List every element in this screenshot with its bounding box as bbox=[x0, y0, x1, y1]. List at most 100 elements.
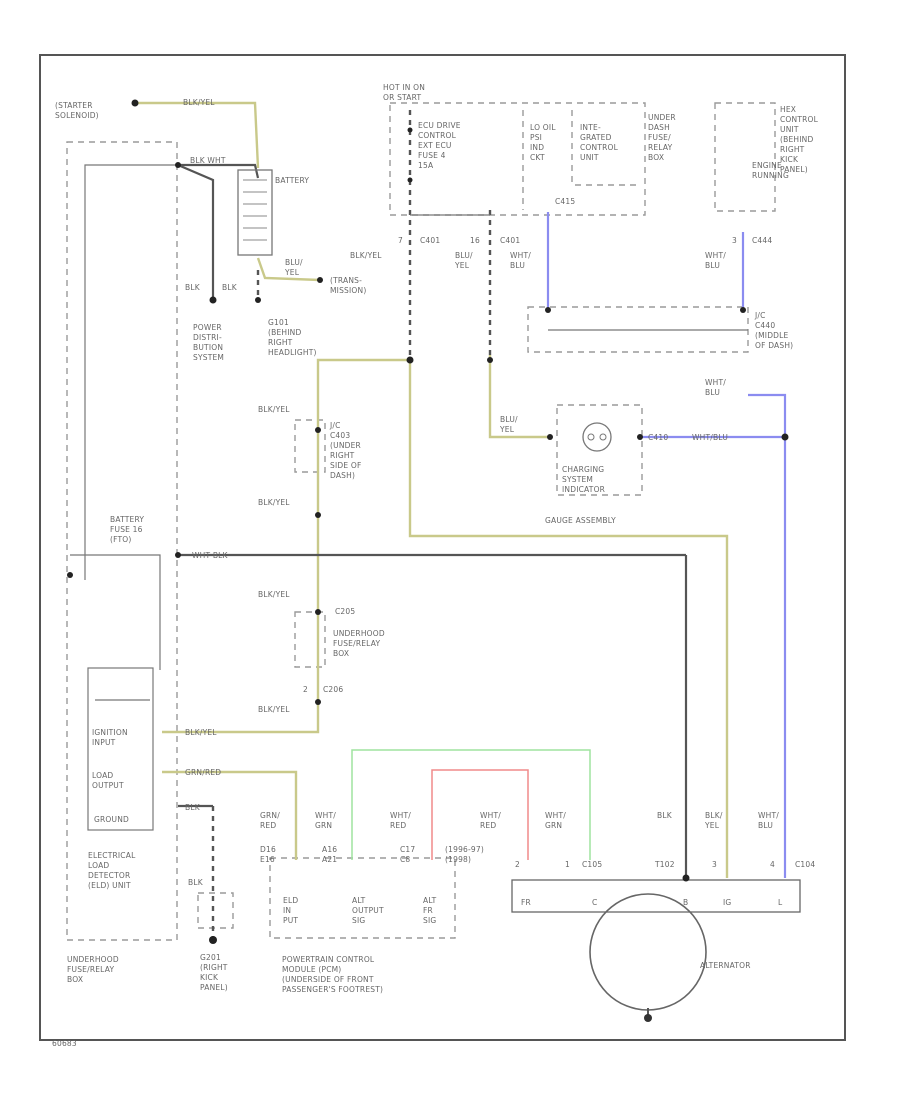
label-c401a: C401 bbox=[420, 236, 440, 245]
label-wht-blu-3: WHT/BLU bbox=[705, 378, 726, 397]
label-alt-c1: C105 bbox=[582, 860, 602, 869]
alt-terminal-b: B bbox=[683, 898, 688, 907]
label-transmission: (TRANS-MISSION) bbox=[330, 276, 366, 295]
label-blk-yel-d: BLK/YEL bbox=[258, 705, 290, 714]
hex-control-unit-housing bbox=[714, 102, 776, 212]
g201-housing bbox=[197, 892, 234, 929]
label-alternator: ALTERNATOR bbox=[700, 961, 751, 970]
wire-wht-blu-3 bbox=[748, 393, 787, 878]
alt-pin-4: 4 bbox=[770, 860, 775, 869]
diagram-frame bbox=[39, 54, 846, 1041]
wire-wht-grn bbox=[351, 749, 591, 860]
label-blu-yel-mid: BLU/YEL bbox=[454, 251, 473, 270]
label-c206: C206 bbox=[323, 685, 343, 694]
black-wires bbox=[70, 110, 748, 940]
label-w-wht-red2: WHT/RED bbox=[480, 811, 501, 830]
label-ground: GROUND bbox=[94, 815, 129, 824]
label-wht-blu-2: WHT/BLU bbox=[705, 251, 726, 270]
label-c401b: C401 bbox=[500, 236, 520, 245]
wire-blu-yel-trans bbox=[256, 257, 321, 282]
label-w-wht-grn: WHT/GRN bbox=[315, 811, 336, 830]
label-pin3: 3 bbox=[732, 236, 737, 245]
label-blk1: BLK bbox=[185, 283, 201, 292]
wire-blk-yel-alt bbox=[408, 360, 729, 878]
wire-grn-red bbox=[162, 770, 298, 860]
housings bbox=[66, 102, 776, 941]
wire-blk-yel-eld bbox=[162, 358, 410, 734]
label-blk-yel-top: BLK/YEL bbox=[183, 98, 215, 107]
label-gauge-asm: GAUGE ASSEMBLY bbox=[545, 516, 616, 525]
label-blk-g: BLK bbox=[188, 878, 204, 887]
label-pin16: 16 bbox=[470, 236, 480, 245]
underhood-fuse-c205-housing bbox=[294, 611, 326, 668]
label-wht-blu-1: WHT/BLU bbox=[510, 251, 531, 270]
label-blu-yel-gauge: BLU/YEL bbox=[499, 415, 518, 434]
label-blk-yel-b: BLK/YEL bbox=[258, 498, 290, 507]
label-w-grn-red: GRN/RED bbox=[260, 811, 280, 830]
wire-blu-yel-gauge bbox=[488, 355, 550, 439]
label-grn-red-1: GRN/RED bbox=[185, 768, 221, 777]
label-page-num: 60683 bbox=[52, 1039, 77, 1048]
junction-dots bbox=[67, 99, 789, 944]
charging-indicator-icon bbox=[582, 422, 612, 452]
label-blk-yel-a: BLK/YEL bbox=[258, 405, 290, 414]
label-c410: C410 bbox=[648, 433, 668, 442]
label-wht-blk: WHT BLK bbox=[192, 551, 229, 560]
label-wht-blu-g: WHT/BLU bbox=[692, 433, 728, 442]
jc-under-right-housing bbox=[294, 419, 326, 473]
label-w-wht-blu: WHT/BLU bbox=[758, 811, 779, 830]
label-blk-yel-c: BLK/YEL bbox=[258, 590, 290, 599]
label-blk-yel-e: BLK/YEL bbox=[185, 728, 217, 737]
label-pin2: 2 bbox=[303, 685, 308, 694]
alt-terminal-l: L bbox=[778, 898, 783, 907]
alt-terminal-fr: FR bbox=[521, 898, 531, 907]
label-blu-yel: BLU/YEL bbox=[284, 258, 303, 277]
label-c444: C444 bbox=[752, 236, 772, 245]
label-w-wht-grn2: WHT/GRN bbox=[545, 811, 566, 830]
pcm-housing bbox=[269, 857, 456, 939]
label-blk-gnd: BLK bbox=[185, 803, 201, 812]
label-pin7: 7 bbox=[398, 236, 403, 245]
alternator-symbol bbox=[511, 879, 801, 1022]
wire-wht-red bbox=[431, 769, 529, 860]
blue-wires bbox=[546, 212, 787, 878]
label-c205: C205 bbox=[335, 607, 355, 616]
label-blk2: BLK bbox=[222, 283, 238, 292]
under-dash-fuse-box-housing bbox=[389, 102, 646, 216]
label-w-blk-yel: BLK/YEL bbox=[704, 811, 723, 830]
label-blk-wht-top: BLK WHT bbox=[190, 156, 226, 165]
label-w-wht-red: WHT/RED bbox=[390, 811, 411, 830]
label-battery: BATTERY bbox=[275, 176, 309, 185]
alt-pin-1: 1 bbox=[565, 860, 570, 869]
label-alt-c3: C104 bbox=[795, 860, 815, 869]
label-w-blk: BLK bbox=[657, 811, 673, 820]
label-c415: C415 bbox=[555, 197, 575, 206]
alt-terminal-c: C bbox=[592, 898, 597, 907]
